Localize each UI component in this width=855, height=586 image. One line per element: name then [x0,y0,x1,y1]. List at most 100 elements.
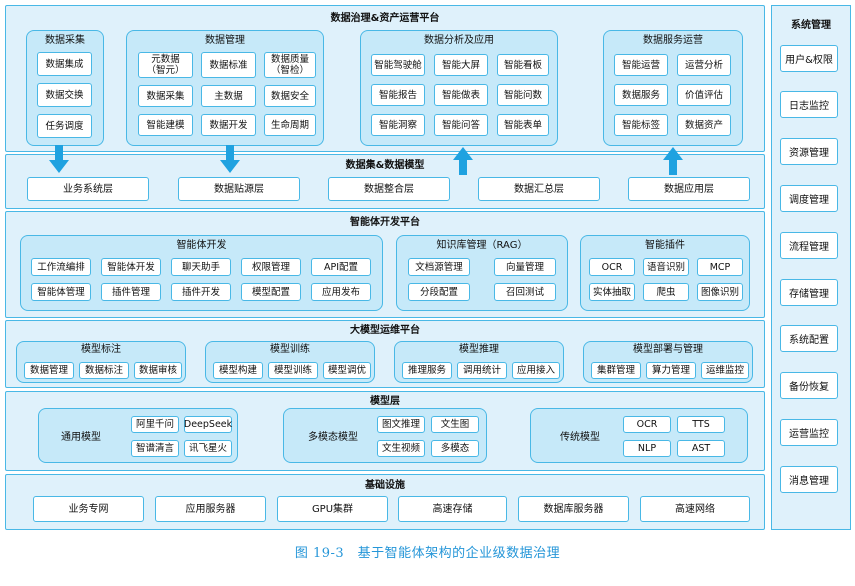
module-box[interactable]: 智能做表 [434,84,488,106]
module-box[interactable]: 召回测试 [494,283,556,301]
module-box[interactable]: 向量管理 [494,258,556,276]
module-box[interactable]: 价值评估 [677,84,731,106]
sidebar-item[interactable]: 流程管理 [780,232,838,259]
dataset-box[interactable]: 数据应用层 [628,177,750,201]
sidebar-item[interactable]: 用户&权限 [780,45,838,72]
module-box[interactable]: 智能报告 [371,84,425,106]
agent-dev-title: 智能体开发 [176,240,227,251]
module-box[interactable]: 模型构建 [213,362,263,379]
module-box[interactable]: 智能看板 [497,54,549,76]
module-box[interactable]: 讯飞星火 [184,440,232,457]
dataset-box[interactable]: 数据贴源层 [178,177,300,201]
sidebar-item[interactable]: 消息管理 [780,466,838,493]
module-box[interactable]: 主数据 [201,85,256,107]
module-box[interactable]: 实体抽取 [589,283,635,301]
module-box[interactable]: 推理服务 [402,362,452,379]
module-box[interactable]: 文档源管理 [408,258,470,276]
infra-box[interactable]: GPU集群 [277,496,388,522]
module-box[interactable]: 智能问答 [434,114,488,136]
sidebar-item[interactable]: 运营监控 [780,419,838,446]
module-box[interactable]: 语音识别 [643,258,689,276]
infra-box[interactable]: 应用服务器 [155,496,266,522]
module-box[interactable]: 数据开发 [201,114,256,136]
infra-box[interactable]: 高速存储 [398,496,507,522]
module-box[interactable]: 聊天助手 [171,258,231,276]
sidebar-item[interactable]: 资源管理 [780,138,838,165]
arrow-up-icon [453,147,473,175]
sidebar-item[interactable]: 系统配置 [780,325,838,352]
ops-layer-title: 大模型运维平台 [350,325,420,336]
module-box[interactable]: 图文推理 [377,416,425,433]
module-box[interactable]: OCR [589,258,635,276]
sidebar-item[interactable]: 调度管理 [780,185,838,212]
module-box[interactable]: 插件管理 [101,283,161,301]
module-box[interactable]: API配置 [311,258,371,276]
module-box[interactable]: 数据标准 [201,52,256,78]
module-box[interactable]: 算力管理 [646,362,696,379]
module-box[interactable]: 权限管理 [241,258,301,276]
module-box[interactable]: 多模态 [431,440,479,457]
module-box[interactable]: 数据资产 [677,114,731,136]
module-box[interactable]: 应用发布 [311,283,371,301]
module-box[interactable]: 调用统计 [457,362,507,379]
module-box[interactable]: 数据集成 [37,52,92,76]
module-box[interactable]: 模型配置 [241,283,301,301]
infra-box[interactable]: 业务专网 [33,496,144,522]
module-box[interactable]: 智能问数 [497,84,549,106]
dataset-box[interactable]: 数据汇总层 [478,177,600,201]
module-box[interactable]: 智能运营 [614,54,668,76]
module-box[interactable]: 智谱清言 [131,440,179,457]
module-box[interactable]: 数据管理 [24,362,74,379]
module-box[interactable]: 运维监控 [701,362,749,379]
module-box[interactable]: 数据安全 [264,85,316,107]
module-box[interactable]: 分段配置 [408,283,470,301]
module-box[interactable]: 数据质量 （智检） [264,52,316,78]
module-box[interactable]: 数据服务 [614,84,668,106]
module-box[interactable]: 爬虫 [643,283,689,301]
module-box[interactable]: DeepSeek [184,416,232,433]
module-box[interactable]: 智能大屏 [434,54,488,76]
module-box[interactable]: 阿里千问 [131,416,179,433]
module-box[interactable]: 智能表单 [497,114,549,136]
knowledge-base-title: 知识库管理（RAG） [436,240,528,251]
module-box[interactable]: 数据标注 [79,362,129,379]
module-box[interactable]: 模型调优 [323,362,371,379]
module-box[interactable]: 插件开发 [171,283,231,301]
module-box[interactable]: 元数据 （智元） [138,52,193,78]
deploy-panel-title: 模型部署与管理 [633,344,703,355]
module-box[interactable]: 智能体管理 [31,283,91,301]
module-box[interactable]: 智能标签 [614,114,668,136]
module-box[interactable]: 文生图 [431,416,479,433]
sidebar-item[interactable]: 日志监控 [780,91,838,118]
module-box[interactable]: 数据审核 [134,362,182,379]
module-box[interactable]: 数据交换 [37,83,92,107]
sidebar-item[interactable]: 存储管理 [780,279,838,306]
infra-box[interactable]: 高速网络 [640,496,750,522]
label-panel-title: 模型标注 [81,344,121,355]
governance-layer-title: 数据治理&资产运营平台 [330,13,440,24]
module-box[interactable]: MCP [697,258,743,276]
module-box[interactable]: NLP [623,440,671,457]
module-box[interactable]: 运营分析 [677,54,731,76]
sidebar-item[interactable]: 备份恢复 [780,372,838,399]
module-box[interactable]: 图像识别 [697,283,743,301]
data-collect-title: 数据采集 [45,35,85,46]
module-box[interactable]: 集群管理 [591,362,641,379]
dataset-box[interactable]: 业务系统层 [27,177,149,201]
module-box[interactable]: 数据采集 [138,85,193,107]
module-box[interactable]: 应用接入 [512,362,560,379]
module-box[interactable]: 智能建模 [138,114,193,136]
module-box[interactable]: 生命周期 [264,114,316,136]
module-box[interactable]: 任务调度 [37,114,92,138]
module-box[interactable]: 智能体开发 [101,258,161,276]
module-box[interactable]: 智能洞察 [371,114,425,136]
module-box[interactable]: OCR [623,416,671,433]
dataset-box[interactable]: 数据整合层 [328,177,450,201]
module-box[interactable]: 文生视频 [377,440,425,457]
module-box[interactable]: 工作流编排 [31,258,91,276]
infra-box[interactable]: 数据库服务器 [518,496,629,522]
module-box[interactable]: AST [677,440,725,457]
module-box[interactable]: 模型训练 [268,362,318,379]
module-box[interactable]: 智能驾驶舱 [371,54,425,76]
module-box[interactable]: TTS [677,416,725,433]
